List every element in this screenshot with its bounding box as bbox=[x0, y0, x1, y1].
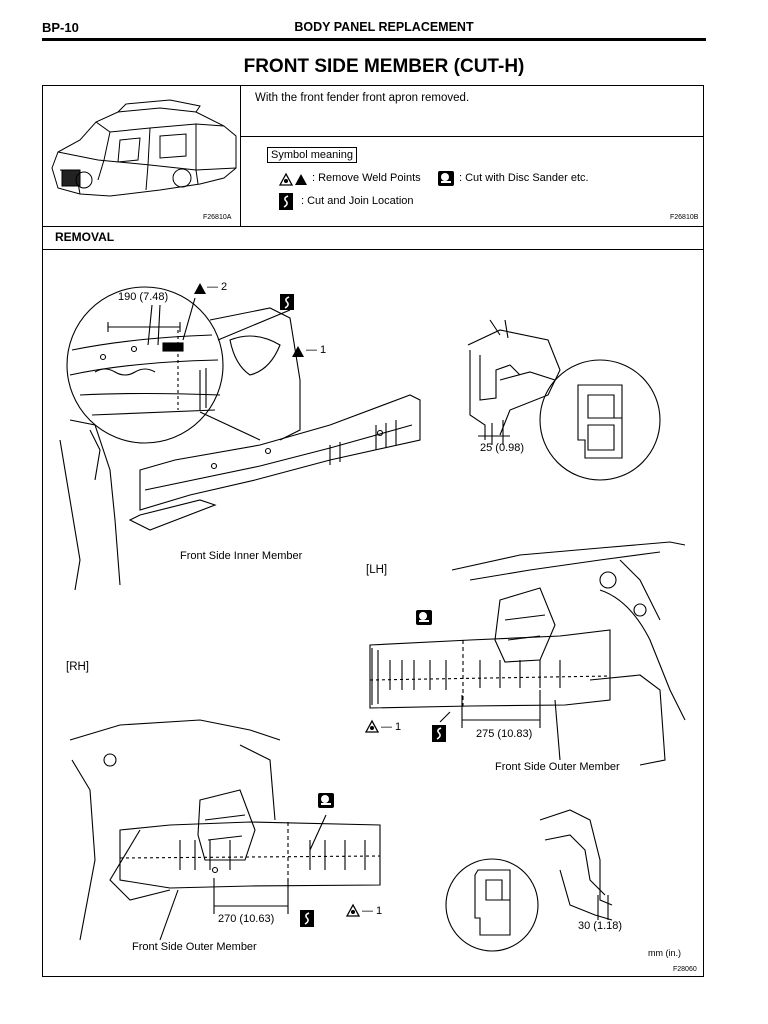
instruction-text: With the front fender front apron remove… bbox=[255, 92, 470, 104]
cut-join-meaning: : Cut and Join Location bbox=[301, 195, 414, 207]
symbol-heading: Symbol meaning bbox=[267, 147, 357, 163]
weld-1-top-label: — 1 bbox=[306, 344, 327, 356]
inner-member-label: Front Side Inner Member bbox=[180, 550, 303, 562]
dim-190-label: 190 (7.48) bbox=[118, 291, 169, 303]
outer-member-lh-label: Front Side Outer Member bbox=[495, 761, 620, 773]
section-title: BODY PANEL REPLACEMENT bbox=[294, 20, 474, 34]
dim-275-label: 275 (10.83) bbox=[476, 728, 533, 740]
weld-points-meaning: : Remove Weld Points bbox=[312, 172, 421, 184]
page-id: BP-10 bbox=[42, 20, 79, 35]
top-panel-bottom-rule bbox=[42, 226, 704, 227]
dim-30-label: 30 (1.18) bbox=[578, 920, 623, 932]
dim-25-label: 25 (0.98) bbox=[480, 442, 525, 454]
top-panel-divider bbox=[240, 86, 241, 226]
rh-label: [RH] bbox=[66, 661, 89, 673]
dim-270-label: 270 (10.63) bbox=[218, 913, 275, 925]
weld-1-rh-label: — 1 bbox=[362, 905, 383, 917]
symbol-figure-code: F26810B bbox=[670, 214, 699, 221]
car-figure-code: F26810A bbox=[203, 214, 232, 221]
removal-heading: REMOVAL bbox=[55, 230, 115, 244]
content-frame bbox=[42, 85, 704, 977]
weld-2-label: — 2 bbox=[207, 281, 228, 293]
header-rule bbox=[42, 38, 706, 41]
page-title: FRONT SIDE MEMBER (CUT-H) bbox=[243, 56, 525, 77]
weld-1-lh-label: — 1 bbox=[381, 721, 402, 733]
disc-sander-meaning: : Cut with Disc Sander etc. bbox=[459, 172, 589, 184]
removal-heading-rule bbox=[42, 249, 704, 250]
instruction-divider bbox=[240, 136, 704, 137]
removal-figure-code: F28060 bbox=[673, 966, 697, 973]
lh-label: [LH] bbox=[366, 564, 388, 576]
outer-member-rh-label: Front Side Outer Member bbox=[132, 941, 257, 953]
units-label: mm (in.) bbox=[648, 948, 681, 958]
